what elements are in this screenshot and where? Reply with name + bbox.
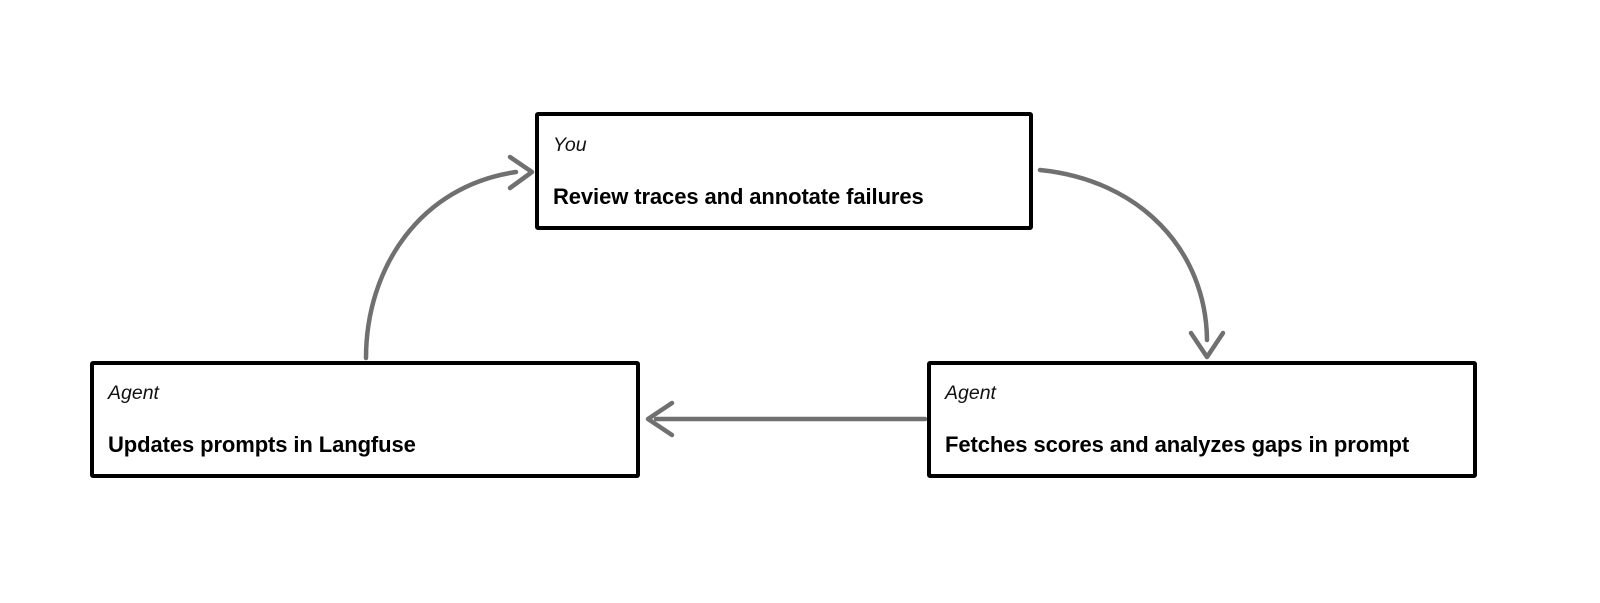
node-updates-prompts[interactable]: Agent Updates prompts in Langfuse	[90, 361, 640, 478]
node-updates-prompts-role: Agent	[108, 382, 159, 404]
edge-updates-to-you	[363, 154, 535, 361]
node-fetches-scores-title: Fetches scores and analyzes gaps in prom…	[945, 432, 1410, 457]
edge-you-to-fetches	[1037, 167, 1226, 360]
node-fetches-scores[interactable]: Agent Fetches scores and analyzes gaps i…	[927, 361, 1477, 478]
node-fetches-scores-role: Agent	[945, 382, 996, 404]
node-you-title: Review traces and annotate failures	[553, 184, 924, 209]
node-updates-prompts-title: Updates prompts in Langfuse	[108, 432, 416, 457]
edge-fetches-to-updates	[645, 400, 928, 438]
node-you-role: You	[553, 134, 587, 156]
node-you[interactable]: You Review traces and annotate failures	[535, 112, 1033, 230]
